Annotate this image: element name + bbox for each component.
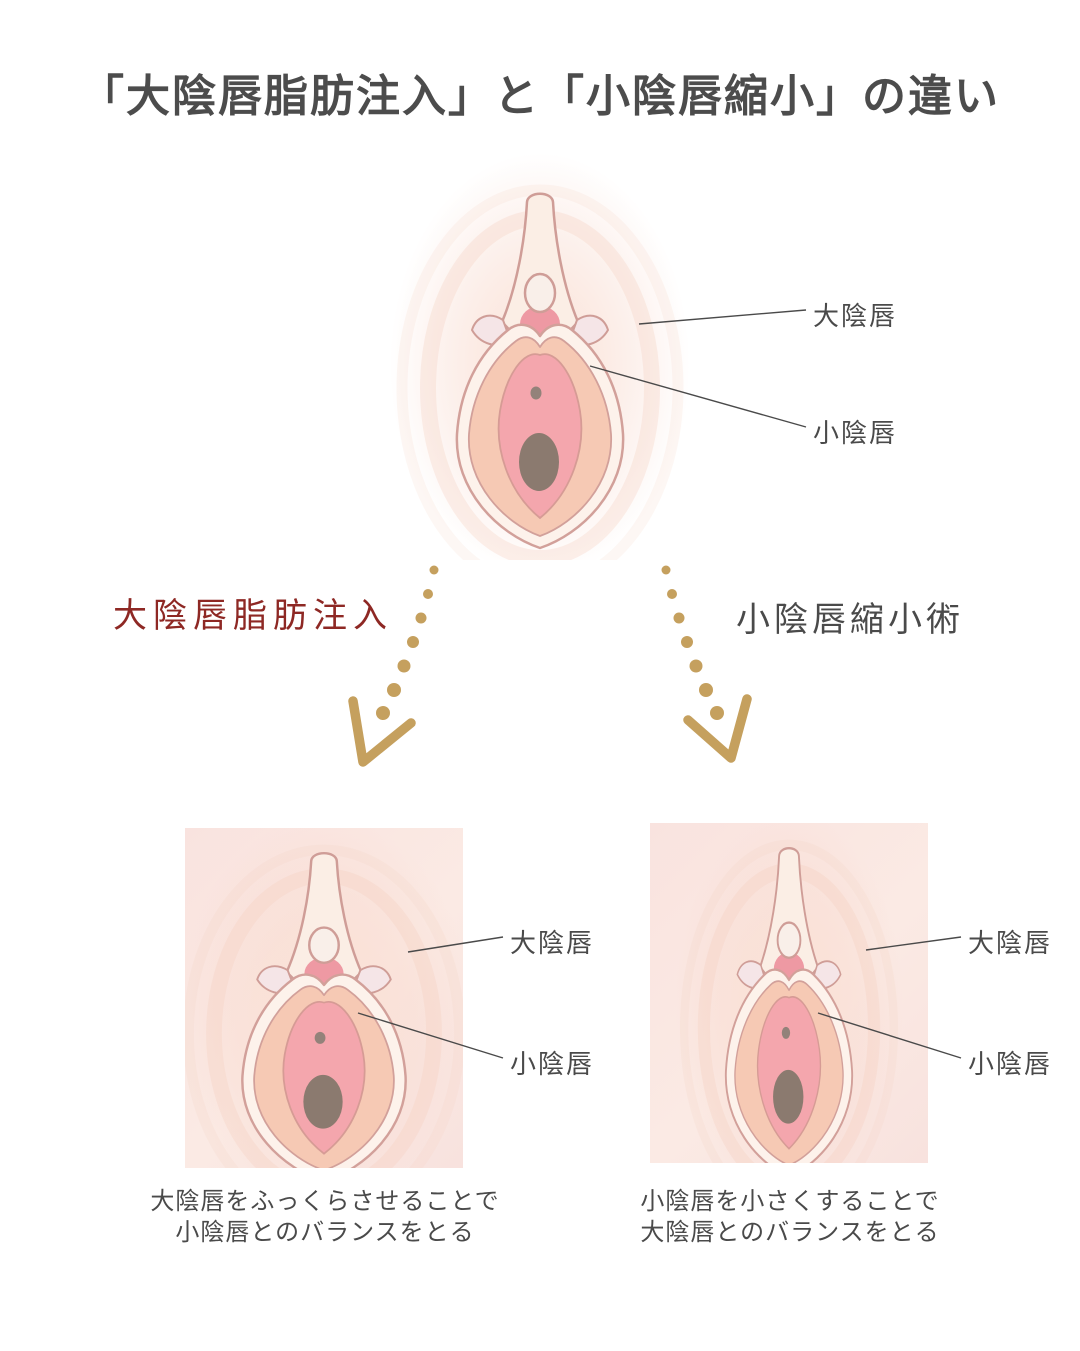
vulva-illustration-before	[390, 140, 690, 560]
vulva-illustration-slimmer	[650, 823, 928, 1163]
caption-line: 大陰唇をふっくらさせることで	[150, 1188, 500, 1215]
label-center-majora: 大陰唇	[813, 301, 898, 331]
caption-line: 小陰唇を小さくすることで	[640, 1188, 940, 1215]
label-left-majora: 大陰唇	[510, 928, 595, 958]
caption-line: 大陰唇とのバランスをとる	[640, 1219, 940, 1246]
caption-minora-reduction: 小陰唇を小さくすることで 大陰唇とのバランスをとる	[610, 1186, 970, 1248]
vulva-illustration-fuller	[185, 828, 463, 1168]
caption-line: 小陰唇とのバランスをとる	[175, 1219, 475, 1246]
caption-fat-injection: 大陰唇をふっくらさせることで 小陰唇とのバランスをとる	[145, 1186, 505, 1248]
label-center-minora: 小陰唇	[813, 418, 898, 448]
label-right-minora: 小陰唇	[968, 1049, 1053, 1079]
figure-after-fat-injection	[185, 828, 463, 1168]
branch-title-minora-reduction: 小陰唇縮小術	[736, 601, 964, 639]
right-dotted-arrow-icon	[661, 565, 752, 763]
label-right-majora: 大陰唇	[968, 928, 1053, 958]
figure-after-minora-reduction	[650, 823, 928, 1163]
branch-title-fat-injection: 大陰唇脂肪注入	[113, 597, 393, 635]
label-left-minora: 小陰唇	[510, 1049, 595, 1079]
figure-before	[390, 140, 690, 560]
page-title: 「大陰唇脂肪注入」と「小陰唇縮小」の違い	[80, 72, 1000, 121]
